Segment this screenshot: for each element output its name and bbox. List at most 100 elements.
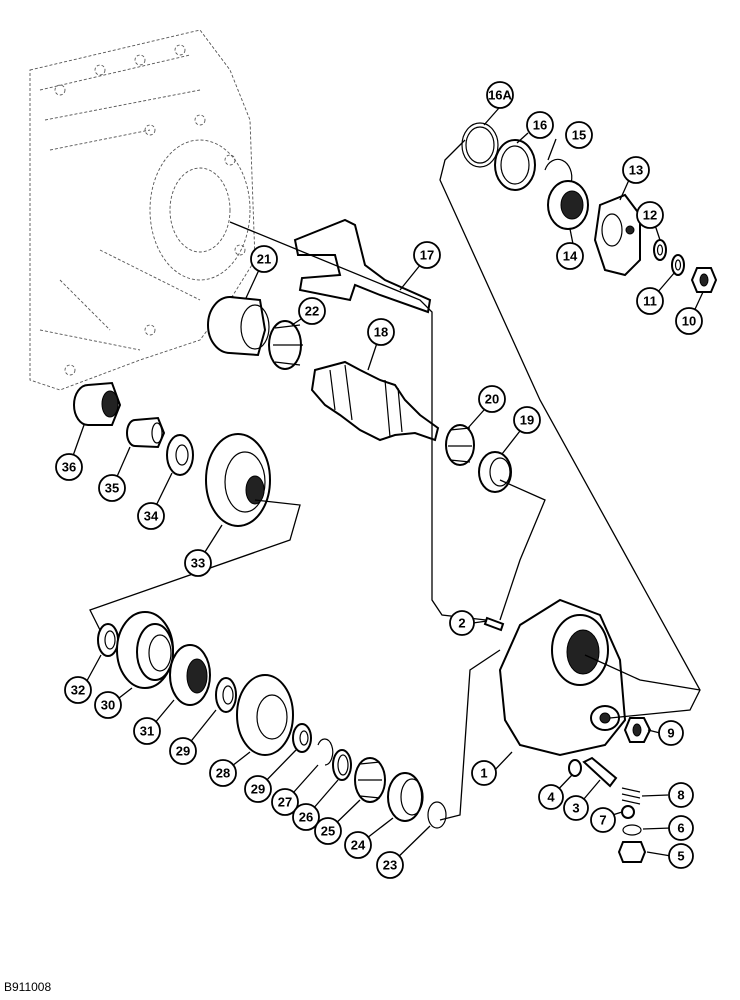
svg-text:34: 34 <box>144 509 159 524</box>
callout-33: 33 <box>184 549 212 577</box>
svg-text:18: 18 <box>374 325 388 340</box>
callout-35: 35 <box>98 474 126 502</box>
callout-24: 24 <box>344 831 372 859</box>
callout-2: 2 <box>449 610 475 636</box>
svg-text:33: 33 <box>191 556 205 571</box>
callout-10: 10 <box>675 307 703 335</box>
thrust-washer-32 <box>97 623 119 657</box>
svg-text:7: 7 <box>599 813 606 828</box>
dowel-pin-2 <box>483 616 505 632</box>
bushing-35 <box>126 416 166 449</box>
bearing-cup-19 <box>478 451 512 493</box>
svg-text:28: 28 <box>216 766 230 781</box>
callout-13: 13 <box>622 156 650 184</box>
callout-16a: 16A <box>486 81 514 109</box>
svg-text:10: 10 <box>682 314 696 329</box>
thrust-washer-29 <box>215 677 237 713</box>
callout-26: 26 <box>292 803 320 831</box>
svg-text:35: 35 <box>105 481 119 496</box>
callout-11: 11 <box>636 287 664 315</box>
callout-32: 32 <box>64 676 92 704</box>
gear-31 <box>169 644 211 706</box>
svg-text:19: 19 <box>520 413 534 428</box>
ring-16 <box>494 139 536 191</box>
hub-30 <box>116 611 174 689</box>
svg-text:9: 9 <box>667 726 674 741</box>
spacer-26 <box>332 749 352 781</box>
callout-8: 8 <box>668 782 694 808</box>
svg-text:23: 23 <box>383 858 397 873</box>
plug-5 <box>617 841 647 863</box>
bearing-cone-20 <box>445 424 475 466</box>
callout-7: 7 <box>590 807 616 833</box>
svg-text:22: 22 <box>305 304 319 319</box>
svg-text:12: 12 <box>643 208 657 223</box>
svg-text:21: 21 <box>257 252 271 267</box>
callout-31: 31 <box>133 717 161 745</box>
callout-36: 36 <box>55 453 83 481</box>
svg-text:32: 32 <box>71 683 85 698</box>
spring-8 <box>621 787 641 805</box>
callout-29-second: 29 <box>244 775 272 803</box>
thrust-washer-34 <box>166 434 194 476</box>
svg-text:2: 2 <box>458 616 465 631</box>
callout-9: 9 <box>658 720 684 746</box>
gear-33 <box>205 433 271 527</box>
svg-text:16A: 16A <box>488 88 512 103</box>
callout-23: 23 <box>376 851 404 879</box>
bearing-cup-21 <box>207 296 270 357</box>
svg-text:17: 17 <box>420 248 434 263</box>
needle-bearing-36 <box>73 381 122 426</box>
washer-11 <box>671 254 685 276</box>
bearing-cone-25 <box>354 757 386 803</box>
o-ring-6 <box>622 824 642 836</box>
svg-text:20: 20 <box>485 392 499 407</box>
svg-text:27: 27 <box>278 795 292 810</box>
callout-6: 6 <box>668 815 694 841</box>
gear-28 <box>236 674 294 756</box>
svg-text:30: 30 <box>101 698 115 713</box>
callout-34: 34 <box>137 502 165 530</box>
svg-text:36: 36 <box>62 460 76 475</box>
svg-text:6: 6 <box>677 821 684 836</box>
svg-text:29: 29 <box>176 744 190 759</box>
bearing-cup-24 <box>387 772 424 822</box>
nut-9 <box>623 717 652 743</box>
callout-14: 14 <box>556 242 584 270</box>
svg-text:24: 24 <box>351 838 366 853</box>
callout-12: 12 <box>636 201 664 229</box>
callout-18: 18 <box>367 318 395 346</box>
washer-12 <box>653 239 667 261</box>
snap-ring-23 <box>427 801 447 829</box>
svg-text:13: 13 <box>629 163 643 178</box>
svg-text:16: 16 <box>533 118 547 133</box>
svg-text:5: 5 <box>677 849 684 864</box>
callout-5: 5 <box>668 843 694 869</box>
callout-27: 27 <box>271 788 299 816</box>
svg-text:3: 3 <box>572 801 579 816</box>
svg-text:1: 1 <box>480 766 487 781</box>
washer-4 <box>568 759 582 777</box>
callout-22: 22 <box>298 297 326 325</box>
figure-code: B911008 <box>4 980 52 994</box>
callout-15: 15 <box>565 121 593 149</box>
ball-7 <box>621 805 635 819</box>
nut-10 <box>690 267 718 293</box>
callout-29: 29 <box>169 737 197 765</box>
snap-ring-27 <box>317 738 334 766</box>
svg-text:8: 8 <box>677 788 684 803</box>
callout-25: 25 <box>314 817 342 845</box>
svg-text:26: 26 <box>299 810 313 825</box>
pto-housing-1 <box>498 598 627 757</box>
bolt-3 <box>582 756 618 788</box>
callout-30: 30 <box>94 691 122 719</box>
callouts: 16A 16 15 13 12 14 11 10 17 21 22 18 20 … <box>55 81 703 879</box>
countershaft-18 <box>310 360 440 442</box>
svg-text:14: 14 <box>563 249 578 264</box>
thrust-washer-29-second <box>292 723 312 753</box>
svg-text:29: 29 <box>251 782 265 797</box>
svg-text:4: 4 <box>547 790 555 805</box>
bearing-cone-22 <box>268 320 303 370</box>
callout-4: 4 <box>538 784 564 810</box>
